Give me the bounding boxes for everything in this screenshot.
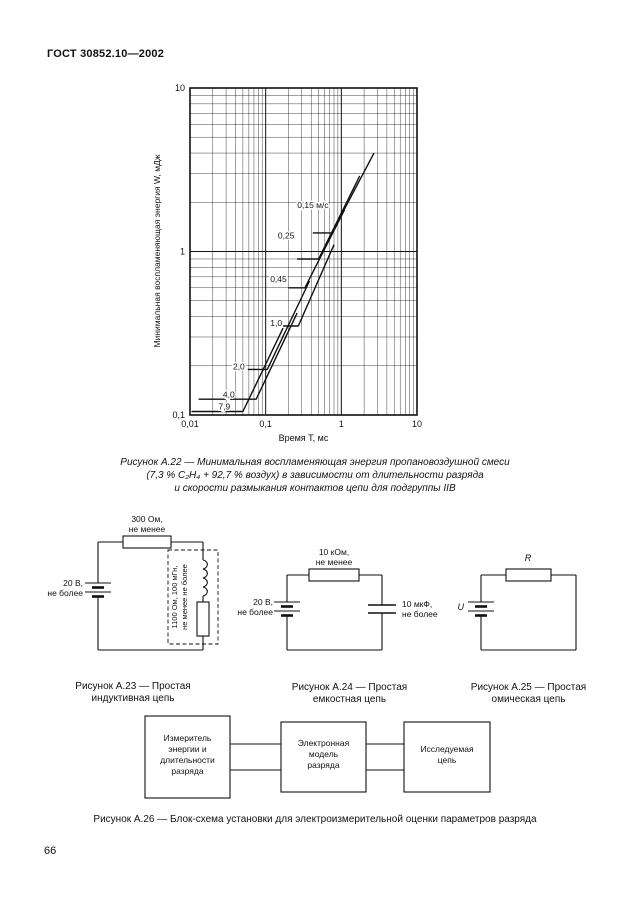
block-label: длительности	[160, 755, 215, 765]
chart-tick-label: 1	[339, 419, 344, 429]
block-label: разряда	[171, 766, 203, 776]
resistor-value-label: 300 Ом,	[131, 514, 162, 524]
source-value-label: 20 В,	[253, 597, 273, 607]
caption-line: омическая цепь	[491, 694, 566, 705]
caption-line: индуктивная цепь	[91, 693, 175, 704]
curve-4,0	[198, 312, 298, 400]
curve-label: 7,9	[218, 402, 230, 412]
block-label: энергии и	[168, 744, 206, 754]
dashed-boundary	[167, 549, 219, 645]
connector-lines	[230, 743, 404, 771]
curve-0,45	[288, 209, 346, 289]
figure-a24: 10 кОм, не менее 20 В, не более 10 мкФ, …	[237, 545, 462, 706]
block-label: цепь	[438, 755, 457, 765]
figure-a23: 300 Ом, не менее 20 В, не более 1100 Ом,…	[38, 512, 253, 705]
caption-line: Рисунок А.23 — Простая	[75, 681, 191, 692]
wire-loop	[480, 574, 577, 651]
branch-value-label: не менее не более	[180, 564, 189, 630]
block-discharge-model	[280, 721, 367, 793]
block-label: разряда	[307, 760, 339, 770]
caption-line: (7,3 % C₂H₄ + 92,7 % воздух) в зависимос…	[146, 470, 484, 481]
block-diagram-a26: Измеритель энергии и длительности разряд…	[144, 715, 491, 799]
curve-label: 2,0	[233, 361, 245, 371]
capacitor-value-label: не более	[402, 609, 438, 619]
page-number: 66	[44, 845, 57, 857]
caption-line: Рисунок А.25 — Простая	[470, 682, 587, 693]
figure-a23-caption: Рисунок А.23 — Простая индуктивная цепь	[13, 681, 253, 705]
curve-0,25	[297, 175, 361, 260]
resistor-value-label: не менее	[129, 524, 166, 534]
caption-line: емкостная цепь	[312, 694, 387, 705]
curve-0,15 м/с	[312, 152, 375, 234]
circuit-a25-resistive: R U	[458, 553, 577, 651]
figure-a24-caption: Рисунок А.24 — Простая емкостная цепь	[237, 682, 462, 706]
branch-value-label: 1100 Ом, 100 мГн,	[170, 566, 179, 629]
circuit-a23-inductive: 300 Ом, не менее 20 В, не более 1100 Ом,…	[47, 514, 219, 651]
resistor-icon	[505, 568, 552, 582]
inductor-icon	[202, 559, 208, 597]
capacitor-value-label: 10 мкФ,	[402, 599, 432, 609]
block-circuit-under-test	[403, 721, 491, 793]
chart-frame	[189, 87, 418, 416]
chart-tick-label: 0,01	[181, 419, 199, 429]
caption-line: и скорости размыкания контактов цепи для…	[174, 483, 456, 494]
source-value-label: 20 В,	[63, 578, 83, 588]
block-label: Измеритель	[164, 733, 212, 743]
chart-x-axis-label: Время Т, мс	[279, 433, 329, 443]
chart-tick-label: 10	[175, 83, 185, 93]
curve-label: 1,0	[270, 318, 282, 328]
source-value-label: не более	[47, 588, 83, 598]
resistor-value-label: 10 кОм,	[319, 547, 349, 557]
source-value-label: U	[458, 602, 465, 612]
chart-tick-label: 10	[412, 419, 422, 429]
curve-label: 0,25	[278, 231, 295, 241]
wire-loop	[286, 574, 383, 651]
circuit-a24-capacitive: 10 кОм, не менее 20 В, не более 10 мкФ, …	[237, 547, 438, 651]
chart-tick-label: 0,1	[259, 419, 272, 429]
caption-line: Рисунок А.24 — Простая	[291, 682, 408, 693]
chart-tick-label: 1	[180, 247, 185, 257]
battery-icon	[468, 601, 494, 617]
block-energy-measurer	[144, 715, 231, 799]
resistor-icon	[196, 601, 210, 637]
curve-1,0	[283, 244, 335, 327]
block-label: Исследуемая	[420, 744, 474, 754]
battery-icon	[274, 601, 300, 617]
figure-a26-caption: Рисунок А.26 — Блок-схема установки для …	[93, 814, 537, 825]
curve-2,0	[247, 280, 311, 371]
curve-7,9	[191, 327, 284, 413]
battery-icon	[85, 582, 111, 598]
curve-label: 4,0	[223, 389, 235, 399]
chart-y-axis-label: Минимальная воспламеняющая энергия W, мД…	[152, 154, 162, 347]
source-value-label: не более	[237, 607, 273, 617]
document-header: ГОСТ 30852.10—2002	[47, 48, 165, 60]
resistor-icon	[122, 535, 172, 549]
capacitor-icon	[368, 604, 396, 614]
block-label: модель	[309, 749, 339, 759]
figure-a25-caption: Рисунок А.25 — Простая омическая цепь	[446, 682, 611, 706]
caption-line: Рисунок А.22 — Минимальная воспламеняюща…	[120, 457, 510, 468]
figure-a25: R U Рисунок А.25 — Простая омическая цеп…	[446, 545, 611, 706]
curve-label: 0,45	[270, 274, 287, 284]
curve-label: 0,15 м/с	[297, 200, 329, 210]
chart-tick-label: 0,1	[172, 410, 185, 420]
figure-a22-caption: Рисунок А.22 — Минимальная воспламеняюща…	[65, 456, 565, 495]
resistor-value-label: R	[525, 553, 532, 563]
block-label: Электронная	[298, 738, 350, 748]
resistor-value-label: не менее	[316, 557, 353, 567]
resistor-icon	[308, 568, 360, 582]
